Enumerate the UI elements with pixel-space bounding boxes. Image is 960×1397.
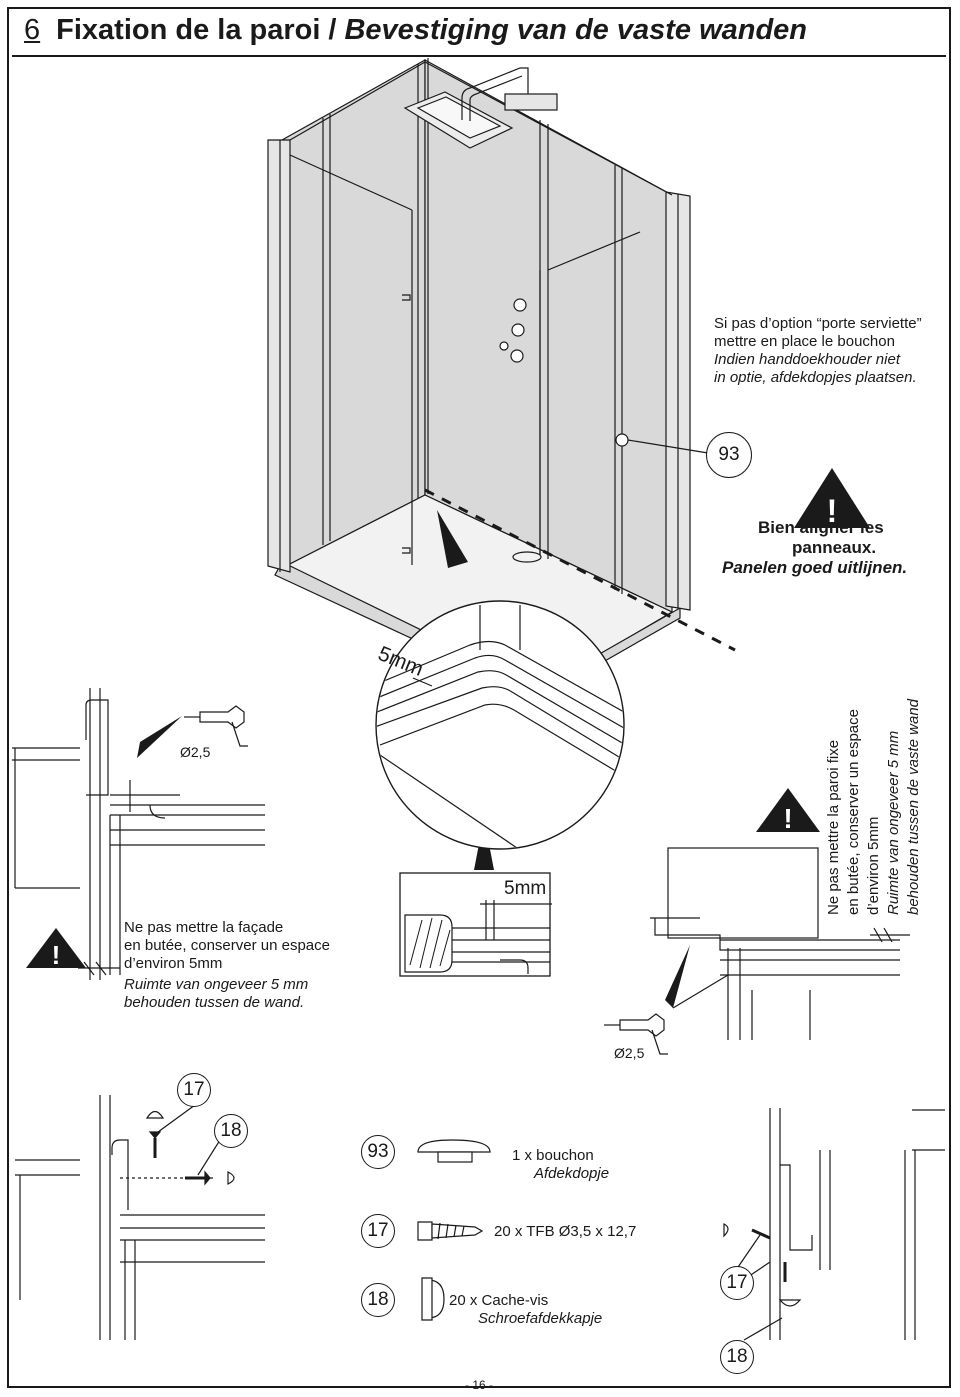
pointer-arrow-left-drill (137, 716, 182, 758)
side-wall-left (267, 139, 291, 573)
facade-note-fr-3: d’environ 5mm (124, 955, 223, 972)
screw-ref-left: 17 (177, 1073, 211, 1107)
fixed-wall-note-nl-1: Ruimte van ongeveer 5 mm (885, 730, 902, 915)
page-frame (7, 7, 951, 1388)
part-ref-cover: 18 (361, 1283, 395, 1317)
mixer-knob-top (513, 298, 527, 312)
part-cap-nl: Afdekdopje (534, 1165, 610, 1182)
warning-icon: ! (794, 468, 870, 529)
facade-note-fr-1: Ne pas mettre la façade (124, 919, 284, 936)
screw-cover-icon (227, 1171, 235, 1185)
screw-cover-icon (723, 1223, 802, 1307)
facade-note-nl-2: behouden tussen de wand. (124, 994, 305, 1011)
header-rule (12, 55, 946, 57)
fixed-wall-note-nl-2: behouden tussen de vaste wand (905, 699, 922, 915)
fixed-wall-note-fr-2: en butée, conserver un espace (845, 709, 862, 915)
cap-ref-callout: 93 (706, 432, 752, 478)
mixer-knob-bottom (510, 349, 524, 363)
pointer-arrow-circle (437, 510, 468, 568)
warning-icon: ! (756, 788, 820, 834)
drill-size-left: Ø2,5 (180, 744, 211, 760)
back-wall-left (281, 58, 426, 569)
towel-holder-plug (615, 433, 629, 447)
svg-text:!: ! (52, 940, 61, 970)
align-note-nl-1: Panelen goed uitlijnen. (722, 558, 908, 577)
part-screw-fr: 20 x TFB Ø3,5 x 12,7 (494, 1223, 637, 1240)
fixed-wall-note-fr-1: Ne pas mettre la paroi fixe (825, 739, 842, 915)
cover-ref-right: 18 (720, 1340, 754, 1374)
part-cover-nl: Schroefafdekkapje (478, 1310, 603, 1327)
right-profile-section (650, 847, 910, 1040)
step-number: 6 (24, 14, 41, 46)
facade-note-nl-1: Ruimte van ongeveer 5 mm (124, 976, 309, 993)
title-dutch: Bevestiging van de vaste wanden (344, 14, 808, 46)
part-ref-screw: 17 (361, 1214, 395, 1248)
facade-note-fr-2: en butée, conserver un espace (124, 937, 330, 954)
bottom-right-screw-detail (769, 1108, 945, 1340)
pointer-arrow-right-drill (665, 945, 690, 1008)
left-profile-section (12, 688, 265, 980)
shower-enclosure-drawing (267, 58, 736, 699)
mixer-knob-mid (511, 323, 525, 337)
screw-cover-icon (145, 1110, 165, 1119)
page-header: 6 Fixation de la paroi / Bevestiging van… (24, 14, 807, 54)
title-french: Fixation de la paroi (56, 14, 321, 46)
part-ref-cap: 93 (361, 1135, 395, 1169)
screw-cover-icon (421, 1277, 445, 1321)
warning-icon: ! (26, 928, 86, 970)
svg-text:!: ! (827, 493, 838, 529)
zoom-circle-detail (375, 600, 625, 850)
cover-ref-left: 18 (214, 1114, 248, 1148)
fixed-wall-note-fr-3: d’environ 5mm (865, 816, 882, 915)
part-cover-fr: 20 x Cache-vis (449, 1292, 549, 1309)
align-note-fr-1: Bien aligner les (758, 518, 884, 537)
screw-icon (417, 1221, 484, 1241)
title-separator: / (328, 14, 337, 46)
screw-icon (751, 1228, 787, 1282)
towel-note-nl-1: Indien handdoekhouder niet (714, 351, 900, 368)
plug-cap-icon (417, 1139, 491, 1163)
align-note-fr-2: panneaux. (792, 538, 877, 557)
section-detail-box (399, 872, 552, 977)
towel-note-fr-2: mettre en place le bouchon (714, 333, 895, 350)
page-number: - 16 - (464, 1378, 493, 1392)
towel-note-nl-2: in optie, afdekdopjes plaatsen. (714, 369, 917, 386)
screw-ref-right: 17 (720, 1266, 754, 1300)
drill-icon (184, 705, 248, 747)
towel-note-fr-1: Si pas d’option “porte serviette” (714, 315, 922, 332)
part-cap-fr: 1 x bouchon (512, 1147, 594, 1164)
screw-icon (185, 1170, 211, 1186)
drill-icon (604, 1013, 668, 1055)
svg-text:!: ! (783, 803, 792, 834)
gap-detail-label: 5mm (504, 878, 547, 899)
drill-size-right: Ø2,5 (614, 1045, 645, 1061)
screw-icon (148, 1131, 162, 1158)
